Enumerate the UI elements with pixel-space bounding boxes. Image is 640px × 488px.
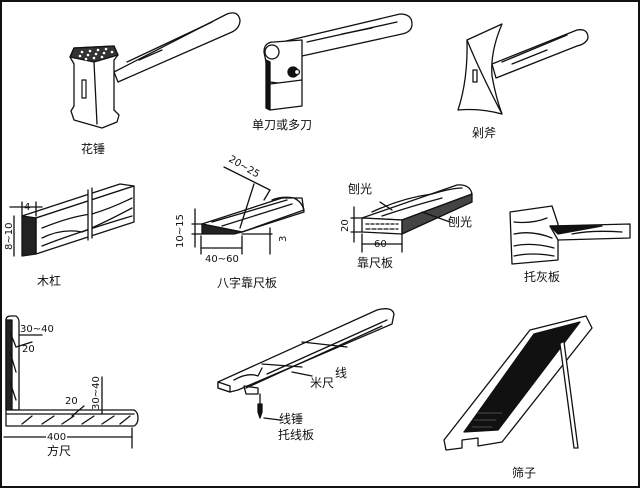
square-horizontal-width-dim: 30~40 — [91, 376, 102, 410]
square-length-dim: 400 — [46, 432, 68, 443]
splayed-straightedge-label: 八字靠尺板 — [217, 276, 278, 290]
square-horizontal-thickness-dim: 20 — [65, 396, 78, 407]
planed-note-top: 刨光 — [348, 182, 373, 196]
splayed-edge-dim: 3 — [278, 235, 289, 242]
straightedge-height-dim: 20 — [340, 219, 351, 232]
wooden-bar-label: 木杠 — [37, 274, 62, 288]
patterned-hammer-label: 花锤 — [81, 142, 106, 156]
square-drawing — [3, 315, 139, 449]
wooden-bar-height-dim: 8~10 — [4, 222, 15, 250]
straightedge-board-drawing — [350, 184, 473, 253]
plumb-board-label: 托线板 — [278, 428, 315, 442]
chopping-axe-drawing — [457, 23, 589, 115]
sieve-drawing — [443, 315, 593, 451]
hawk-drawing — [509, 205, 631, 265]
patterned-hammer-drawing — [69, 12, 241, 129]
blade-tool-drawing — [263, 13, 413, 111]
plumb-board-drawing — [217, 308, 395, 421]
meter-ruler-note: 米尺 — [310, 376, 335, 390]
chopping-axe-label: 剁斧 — [472, 126, 497, 140]
square-label: 方尺 — [47, 444, 72, 458]
splayed-height-dim: 10~15 — [175, 214, 186, 248]
blade-tool-label: 单刀或多刀 — [252, 118, 313, 132]
wooden-bar-drawing — [9, 183, 135, 257]
square-vertical-thickness-dim: 20 — [22, 344, 35, 355]
straightedge-board-label: 靠尺板 — [357, 256, 394, 270]
line-note: 线 — [335, 366, 348, 380]
hawk-label: 托灰板 — [524, 270, 561, 284]
square-vertical-width-dim: 30~40 — [20, 324, 54, 335]
wooden-bar-width-dim: 4 — [24, 202, 31, 213]
sieve-label: 筛子 — [512, 466, 537, 480]
splayed-width-dim: 40~60 — [205, 254, 239, 265]
splayed-straightedge-drawing — [191, 166, 305, 255]
straightedge-width-dim: 60 — [374, 239, 387, 250]
plumb-bob-note: 线锤 — [279, 412, 304, 426]
planed-note-side: 刨光 — [448, 215, 473, 229]
